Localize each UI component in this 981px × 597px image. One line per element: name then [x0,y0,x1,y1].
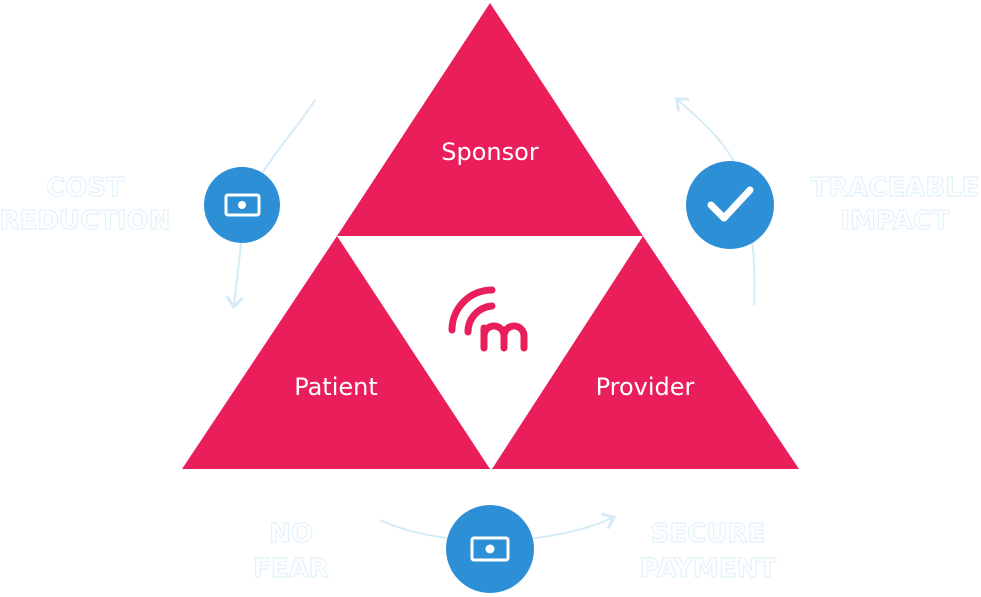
m-signal-logo-icon [448,286,528,352]
triangle-patient: Patient [182,236,490,469]
traceable-impact-line2: IMPACT [840,206,949,236]
sponsor-label: Sponsor [441,138,539,166]
triangle-sponsor: Sponsor [337,3,643,236]
provider-label: Provider [596,373,695,401]
triangle-provider-shape [492,236,799,469]
secure-payment-line2: PAYMENT [640,554,777,584]
no-fear-line2: FEAR [253,554,329,584]
money-bill-icon [470,536,510,562]
cost-reduction-line2: REDUCTION [0,206,170,236]
cost-reduction-line1: COST [46,173,124,203]
traceable-impact-circle [686,161,774,249]
triangle-provider: Provider [492,236,799,469]
triangle-patient-shape [182,236,490,469]
secure-payment-line1: SECURE [651,519,765,549]
triangle-sponsor-shape [337,3,643,236]
benefit-bottom: NO FEAR SECURE PAYMENT [253,505,777,593]
patient-label: Patient [294,373,378,401]
checkmark-icon [707,186,754,222]
benefit-cost-reduction: COST REDUCTION [0,99,316,310]
benefit-traceable-impact: TRACEABLE IMPACT [674,97,980,306]
no-fear-line1: NO [269,519,313,549]
traceable-impact-line1: TRACEABLE [811,173,980,203]
money-bill-icon [224,193,261,217]
